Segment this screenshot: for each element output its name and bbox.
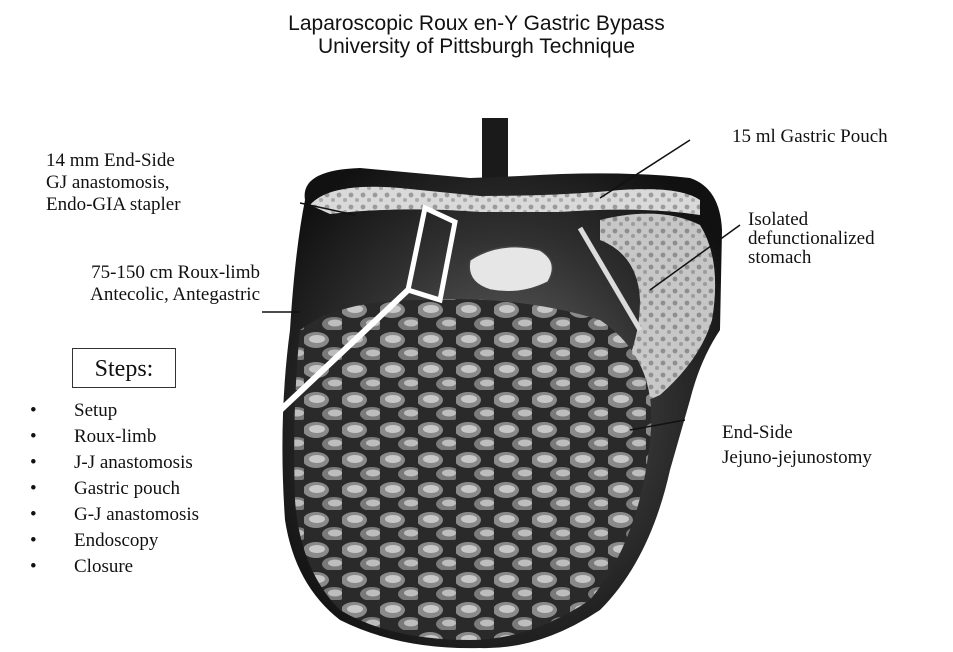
stomach-label-line-2: defunctionalized	[748, 229, 875, 248]
gastric-pouch-shape	[469, 247, 552, 292]
roux-limb-label: 75-150 cm Roux-limb Antecolic, Antegastr…	[4, 262, 260, 306]
bullet-icon: •	[30, 554, 37, 580]
step-item: • Roux-limb	[30, 424, 199, 450]
step-item: • J-J anastomosis	[30, 450, 199, 476]
bullet-icon: •	[30, 528, 37, 554]
gj-label-line-3: Endo-GIA stapler	[46, 194, 181, 216]
roux-label-line-1: 75-150 cm Roux-limb	[4, 262, 260, 284]
gj-anastomosis-label: 14 mm End-Side GJ anastomosis, Endo-GIA …	[46, 150, 181, 216]
bullet-icon: •	[30, 450, 37, 476]
gastric-pouch-label: 15 ml Gastric Pouch	[732, 126, 888, 148]
step-label: J-J anastomosis	[74, 452, 193, 473]
stomach-label-line-1: Isolated	[748, 210, 875, 229]
steps-heading: Steps:	[95, 356, 154, 382]
step-item: • Closure	[30, 554, 199, 580]
step-item: • G-J anastomosis	[30, 502, 199, 528]
bullet-icon: •	[30, 502, 37, 528]
stomach-label-line-3: stomach	[748, 248, 875, 267]
step-item: • Endoscopy	[30, 528, 199, 554]
step-label: Setup	[74, 400, 117, 421]
jj-label-line-2: Jejuno-jejunostomy	[722, 445, 872, 470]
jj-label-line-1: End-Side	[722, 420, 872, 445]
step-item: • Setup	[30, 398, 199, 424]
bullet-icon: •	[30, 398, 37, 424]
step-label: G-J anastomosis	[74, 504, 199, 525]
defunctionalized-stomach-label: Isolated defunctionalized stomach	[748, 210, 875, 267]
steps-list: • Setup • Roux-limb • J-J anastomosis • Gast…	[30, 398, 199, 580]
jejuno-jejunostomy-label: End-Side Jejuno-jejunostomy	[722, 420, 872, 470]
bullet-icon: •	[30, 424, 37, 450]
gj-label-line-2: GJ anastomosis,	[46, 172, 181, 194]
step-label: Endoscopy	[74, 530, 158, 551]
gj-label-line-1: 14 mm End-Side	[46, 150, 181, 172]
roux-label-line-2: Antecolic, Antegastric	[4, 284, 260, 306]
step-label: Closure	[74, 556, 133, 577]
step-label: Gastric pouch	[74, 478, 180, 499]
bullet-icon: •	[30, 476, 37, 502]
step-label: Roux-limb	[74, 426, 156, 447]
step-item: • Gastric pouch	[30, 476, 199, 502]
steps-heading-box: Steps:	[72, 348, 176, 388]
